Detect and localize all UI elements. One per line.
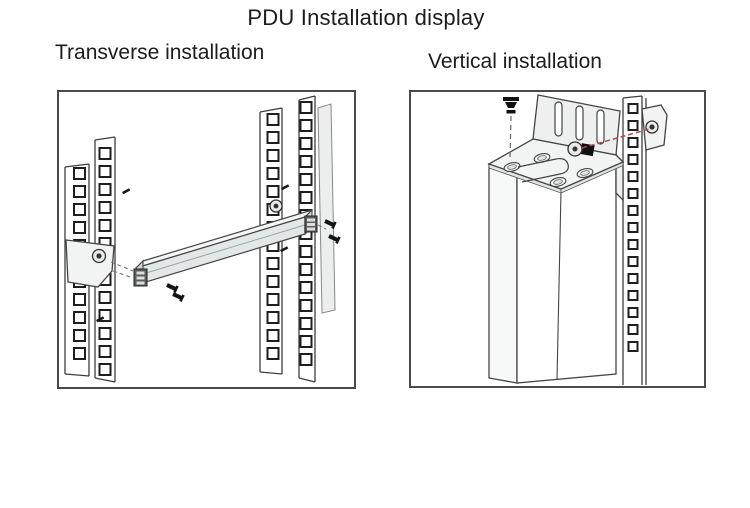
bracket-slots <box>554 101 605 145</box>
pdu-bar <box>133 208 318 287</box>
screw-icon <box>165 281 179 293</box>
top-screw-icon <box>503 97 519 114</box>
u-slot <box>517 157 569 183</box>
hole-tick-marks <box>95 184 290 323</box>
page-title: PDU Installation display <box>247 5 485 30</box>
bracket-screw-icon <box>567 141 595 157</box>
rail-hole-strip <box>627 103 639 352</box>
connector-block-right <box>304 215 318 233</box>
l-bracket <box>487 94 625 202</box>
label-transverse-installation: Transverse installation <box>55 41 265 64</box>
screw-icon <box>171 290 185 302</box>
vertical-installation-drawing <box>487 94 668 385</box>
base-plate-holes <box>503 152 594 188</box>
mounting-bracket <box>65 239 115 288</box>
transverse-installation-drawing <box>64 95 341 383</box>
transverse-installation-diagram <box>57 90 356 389</box>
side-panel <box>317 103 336 314</box>
alignment-dashes <box>110 224 327 279</box>
screw-guide-dashed-line <box>509 115 512 159</box>
rail-hole-strip <box>299 101 313 366</box>
label-vertical-installation: Vertical installation <box>428 50 602 73</box>
rack-rail <box>622 95 647 385</box>
pdu-column <box>488 153 617 384</box>
vertical-installation-diagram <box>409 90 706 388</box>
connector-block-left <box>133 268 148 287</box>
fastening-tab <box>641 104 668 151</box>
rail-hole-strip <box>98 147 112 376</box>
alignment-line-red <box>581 128 650 149</box>
